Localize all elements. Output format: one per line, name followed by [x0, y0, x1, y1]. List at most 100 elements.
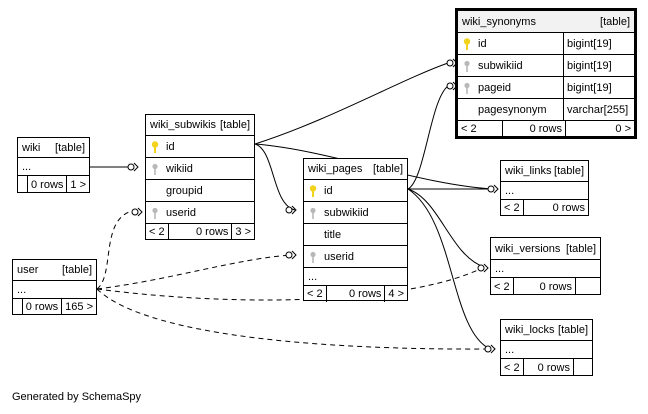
column-name: subwikiid: [478, 59, 523, 72]
column-name: wikiid: [166, 162, 193, 175]
row-count: 0 rows: [524, 359, 574, 376]
columns-ellipsis: ...: [304, 268, 407, 286]
column-name: id: [478, 37, 487, 50]
parent-count: < 2: [458, 121, 503, 137]
column-row[interactable]: id bigint[19]: [458, 33, 634, 55]
table-kind: [table]: [566, 242, 596, 255]
table-footer: < 2 0 rows: [501, 200, 588, 216]
column-type: varchar[255]: [563, 99, 634, 120]
column-row[interactable]: pageid bigint[19]: [458, 77, 634, 99]
table-header: wiki [table]: [18, 138, 89, 158]
relation-pages-to-versions: [407, 188, 485, 268]
columns-ellipsis: ...: [13, 281, 96, 299]
table-wiki-subwikis[interactable]: wiki_subwikis [table] id wikiid groupid …: [145, 114, 255, 240]
relation-pages-to-locks: [407, 188, 491, 350]
column-name: userid: [166, 206, 196, 219]
table-wiki[interactable]: wiki [table] ... 0 rows 1 >: [17, 137, 90, 193]
table-user[interactable]: user [table] ... 0 rows 165 >: [12, 259, 97, 315]
column-name: userid: [324, 250, 354, 263]
relation-user-to-versions: [96, 266, 485, 301]
table-header: wiki_pages [table]: [304, 159, 407, 180]
parent-count: < 2: [501, 359, 524, 376]
table-name: wiki: [22, 141, 41, 154]
foreign-key-icon: [458, 60, 476, 72]
table-header: wiki_locks [table]: [501, 320, 592, 341]
relation-user-to-locks: [96, 288, 491, 350]
foreign-key-icon: [304, 251, 322, 263]
column-row[interactable]: userid: [304, 246, 407, 268]
table-wiki-locks[interactable]: wiki_locks [table] ... < 2 0 rows: [500, 319, 593, 376]
row-count: 0 rows: [348, 288, 382, 300]
columns-ellipsis: ...: [501, 182, 588, 200]
table-name: wiki_locks: [505, 324, 555, 336]
foreign-key-icon: [146, 163, 164, 175]
column-name: groupid: [166, 184, 203, 197]
child-count: 4 >: [384, 286, 407, 302]
foreign-key-icon: [458, 82, 476, 94]
table-header: user [table]: [13, 260, 96, 281]
column-type: bigint[19]: [563, 33, 634, 54]
table-wiki-links[interactable]: wiki_links [table] ... < 2 0 rows: [500, 160, 589, 216]
parent-count: < 2: [501, 200, 524, 216]
table-wiki-pages[interactable]: wiki_pages [table] id subwikiid title us…: [303, 158, 408, 302]
table-footer: < 2 0 rows 3 >: [146, 224, 254, 240]
primary-key-icon: [304, 184, 322, 197]
column-name: title: [324, 228, 342, 241]
column-name: pagesynonym: [478, 103, 547, 116]
column-type: bigint[19]: [563, 55, 634, 76]
column-row[interactable]: subwikiid: [304, 202, 407, 224]
table-header: wiki_links [table]: [501, 161, 588, 182]
column-row[interactable]: wikiid: [146, 158, 254, 180]
table-kind: [table]: [373, 163, 403, 175]
relation-user-to-subwikis: [96, 210, 133, 290]
relation-user-to-pages: [96, 254, 293, 290]
row-count: 0 rows: [195, 226, 229, 238]
column-row[interactable]: id: [304, 180, 407, 202]
table-footer: < 2 0 rows 4 >: [304, 286, 407, 302]
parent-count: < 2: [491, 278, 514, 295]
child-count: 1 >: [66, 176, 89, 193]
relation-subwikis-to-pages: [254, 143, 296, 211]
child-count: 165 >: [61, 299, 96, 315]
parent-count: [18, 176, 28, 193]
table-footer: < 2 0 rows 0 >: [458, 121, 634, 137]
table-header: wiki_subwikis [table]: [146, 115, 254, 136]
column-row[interactable]: pagesynonym varchar[255]: [458, 99, 634, 121]
column-row[interactable]: id: [146, 136, 254, 158]
table-kind: [table]: [55, 141, 85, 154]
foreign-key-icon: [146, 207, 164, 219]
table-wiki-synonyms[interactable]: wiki_synonyms [table] id bigint[19] subw…: [455, 8, 637, 139]
foreign-key-icon: [304, 207, 322, 219]
table-kind: [table]: [554, 165, 584, 177]
column-name: pageid: [478, 81, 512, 94]
table-kind: [table]: [600, 15, 630, 28]
relation-pages-to-synonyms: [407, 85, 449, 190]
columns-ellipsis: ...: [18, 158, 89, 176]
row-count: 0 rows: [503, 121, 566, 137]
column-row[interactable]: subwikiid bigint[19]: [458, 55, 634, 77]
table-name: wiki_pages: [308, 163, 363, 175]
table-kind: [table]: [62, 264, 92, 276]
row-count: 0 rows: [514, 278, 576, 295]
parent-count: < 2: [304, 286, 327, 302]
primary-key-icon: [146, 140, 164, 153]
primary-key-icon: [458, 37, 476, 50]
parent-count: [13, 299, 23, 315]
table-name: wiki_subwikis: [150, 119, 217, 131]
table-name: wiki_links: [505, 165, 552, 177]
column-row[interactable]: userid: [146, 202, 254, 224]
table-name: wiki_versions: [495, 242, 561, 255]
relation-subwikis-to-synonyms: [254, 62, 449, 145]
table-wiki-versions[interactable]: wiki_versions [table] ... < 2 0 rows: [490, 237, 601, 295]
columns-ellipsis: ...: [501, 341, 592, 359]
table-name: user: [17, 264, 39, 276]
column-type: bigint[19]: [563, 77, 634, 98]
column-row[interactable]: title: [304, 224, 407, 246]
row-count: 0 rows: [552, 202, 585, 214]
table-footer: 0 rows 1 >: [18, 176, 89, 193]
table-footer: 0 rows 165 >: [13, 299, 96, 315]
column-row[interactable]: groupid: [146, 180, 254, 202]
column-name: id: [324, 184, 333, 197]
